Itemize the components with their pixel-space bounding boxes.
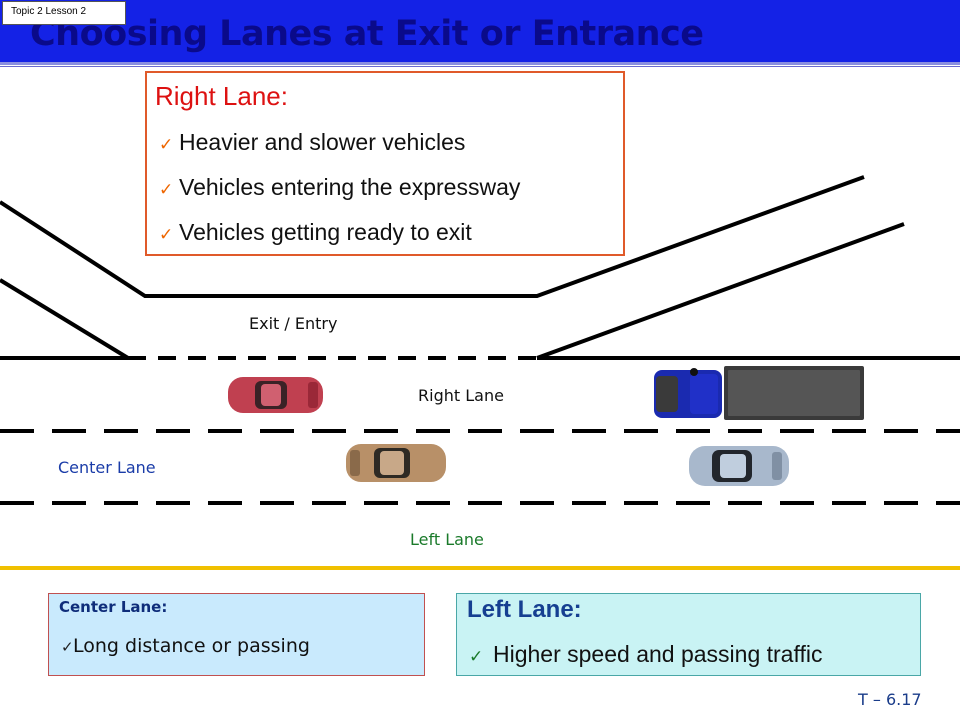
right-lane-label: Right Lane — [418, 386, 504, 405]
center-lane-callout-title: Center Lane: — [59, 598, 168, 616]
ramp-inner-edge-right — [536, 222, 905, 360]
checklist-item: ✓Higher speed and passing traffic — [469, 641, 823, 667]
right-lane-callout: Right Lane: ✓Heavier and slower vehicles… — [145, 71, 625, 256]
center-lane-callout: Center Lane: ✓Long distance or passing — [48, 593, 425, 676]
check-icon: ✓ — [159, 135, 174, 155]
left-lane-callout: Left Lane: ✓Higher speed and passing tra… — [456, 593, 921, 676]
blue-semi-truck-icon — [654, 366, 864, 420]
header-bar — [0, 0, 960, 62]
header-divider-thin — [0, 66, 960, 67]
check-icon: ✓ — [469, 647, 484, 667]
exit-entry-label: Exit / Entry — [249, 314, 338, 333]
left-lane-callout-title: Left Lane: — [467, 596, 582, 623]
check-icon: ✓ — [159, 225, 174, 245]
slide-title: Choosing Lanes at Exit or Entrance — [30, 14, 704, 54]
checklist-item: ✓Vehicles entering the expressway — [159, 174, 521, 200]
check-icon: ✓ — [159, 180, 174, 200]
center-lane-label: Center Lane — [58, 458, 156, 477]
check-icon: ✓ — [61, 638, 74, 656]
checklist-item: ✓Long distance or passing — [61, 635, 310, 657]
checklist-item: ✓Heavier and slower vehicles — [159, 129, 466, 155]
red-car-icon — [228, 377, 323, 413]
silver-car-icon — [689, 446, 789, 486]
header-divider — [0, 62, 960, 65]
checklist-item: ✓Vehicles getting ready to exit — [159, 219, 472, 245]
ramp-outer-edge — [0, 175, 865, 298]
tan-car-icon — [346, 444, 446, 482]
slide-number: T – 6.17 — [858, 690, 922, 709]
topic-label: Topic 2 Lesson 2 — [2, 1, 126, 25]
right-lane-callout-title: Right Lane: — [155, 81, 288, 111]
ramp-inner-edge — [0, 278, 130, 360]
left-lane-label: Left Lane — [410, 530, 484, 549]
